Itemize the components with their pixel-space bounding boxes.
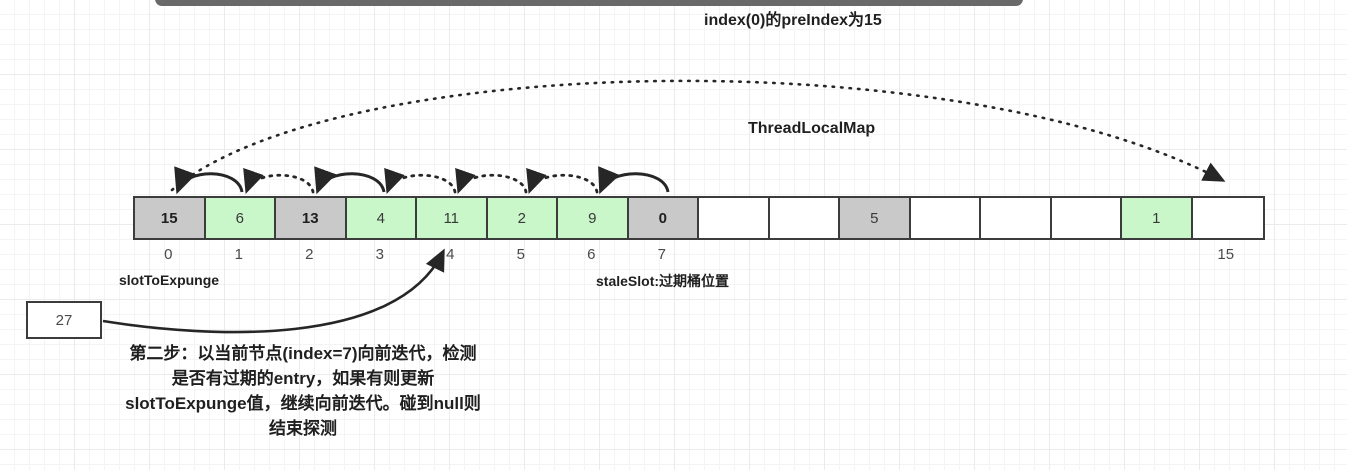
array-cell-10: 5: [840, 198, 911, 238]
arc-wrap-0-to-15: [170, 79, 1226, 192]
array-cell-5: 2: [487, 198, 558, 238]
arc-2-to-1: [243, 167, 315, 194]
step-description-caption: 第二步：以当前节点(index=7)向前迭代，检测是否有过期的entry，如果有…: [125, 344, 481, 438]
array-index-label-1: 1: [234, 246, 243, 263]
note-value-box: 27: [26, 301, 102, 339]
top-scrollbar-strip: [155, 0, 1023, 6]
array-cell-11: [910, 198, 981, 238]
array-cell-1: 6: [205, 198, 276, 238]
array-cell-2: 13: [276, 198, 347, 238]
threadlocalmap-label: ThreadLocalMap: [748, 120, 876, 137]
arc-3-to-2: [314, 166, 386, 195]
arc-7-to-6: [598, 166, 670, 195]
array-index-label-2: 2: [305, 246, 314, 263]
stale-slot-label: staleSlot:过期桶位置: [596, 273, 730, 289]
arc-5-to-4: [455, 167, 528, 194]
arc-6-to-5: [526, 167, 599, 194]
array-cell-8: [699, 198, 770, 238]
array-cell-15: [1192, 198, 1263, 238]
array-index-label-15: 15: [1217, 246, 1235, 263]
array-index-label-6: 6: [587, 246, 596, 263]
array-index-label-5: 5: [516, 246, 525, 263]
note-pointer-to-index-4: [102, 248, 445, 334]
array-cell-9: [769, 198, 840, 238]
array-cell-4: 11: [417, 198, 488, 238]
arc-4-to-3: [384, 167, 457, 194]
page-title: index(0)的preIndex为15: [704, 12, 882, 29]
array-cell-7: 0: [628, 198, 699, 238]
slot-to-expunge-label: slotToExpunge: [119, 272, 220, 288]
array-cell-14: 1: [1122, 198, 1193, 238]
array-cell-6: 9: [558, 198, 629, 238]
array-cell-13: [1051, 198, 1122, 238]
array-cell-0: 15: [135, 198, 206, 238]
array-index-label-0: 0: [164, 246, 173, 263]
array-cell-3: 4: [346, 198, 417, 238]
array-index-label-7: 7: [657, 246, 666, 263]
array-index-label-3: 3: [375, 246, 384, 263]
array-cell-12: [981, 198, 1052, 238]
array-index-label-4: 4: [446, 246, 455, 263]
arc-1-to-0: [174, 166, 244, 195]
